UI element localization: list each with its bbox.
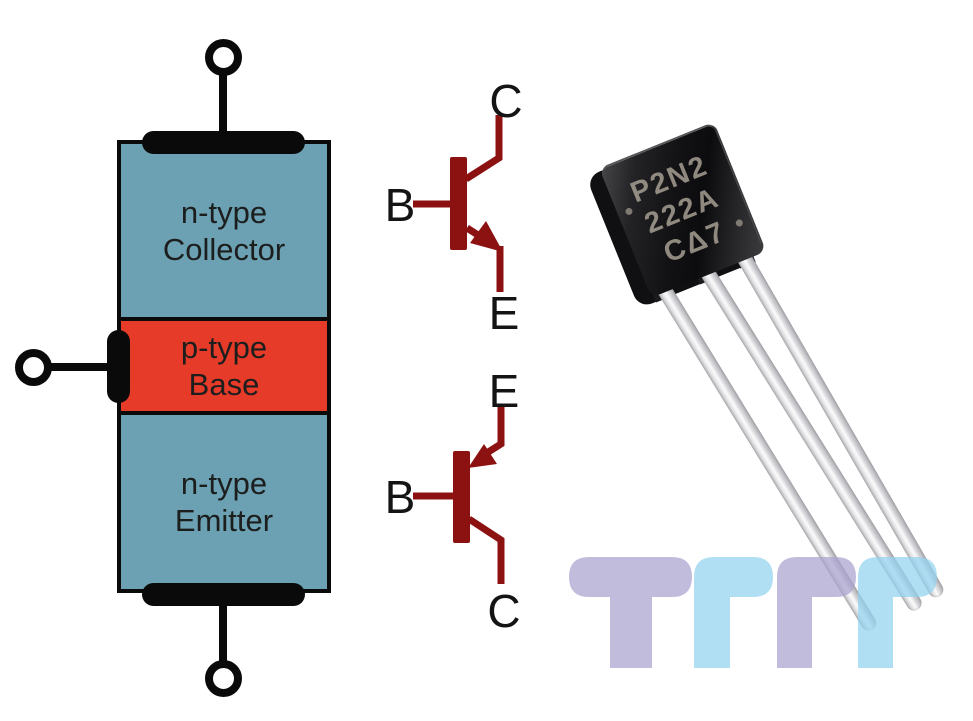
transistor-leg-1 (658, 286, 879, 634)
emitter-terminal-label: Emitter (174, 503, 274, 538)
pin1-marker-dot (624, 206, 634, 216)
npn-collector-letter: C (489, 75, 523, 127)
npn-base-letter: B (384, 179, 416, 231)
collector-pin-circle (205, 39, 242, 76)
emitter-terminal-bar (142, 583, 305, 606)
collector-terminal-bar (142, 131, 305, 154)
npn-structure-block: n-type Collector p-type Base n-type Emit… (117, 140, 331, 593)
npn-emitter-letter: E (488, 287, 520, 339)
transistor-leg-2 (700, 267, 925, 614)
base-pin-circle (15, 349, 52, 386)
emitter-material-label: n-type (180, 466, 268, 501)
transistor-leg-3 (736, 251, 946, 600)
npn-emitter-line (465, 225, 494, 247)
mold-marker-dot (734, 218, 744, 228)
base-material-label: p-type (180, 330, 268, 365)
npn-symbol (413, 115, 504, 292)
base-terminal-bar (107, 330, 130, 403)
pnp-collector-line (467, 516, 505, 584)
collector-lead (219, 66, 227, 136)
collector-terminal-label: Collector (162, 231, 286, 267)
pnp-emitter-arrow (468, 444, 497, 468)
base-lead (44, 363, 112, 371)
watermark-t-shape-2 (694, 557, 773, 668)
npn-base-bar (450, 157, 467, 250)
collector-region: n-type Collector (121, 144, 327, 321)
pnp-collector-letter: C (487, 585, 521, 637)
pnp-symbol (413, 406, 505, 584)
collector-material-label: n-type (180, 194, 268, 230)
npn-emitter-arrow (470, 221, 503, 252)
emitter-pin-circle (205, 660, 242, 697)
base-region: p-type Base (121, 321, 327, 415)
base-terminal-label: Base (188, 367, 260, 402)
watermark-t-shape-1 (569, 557, 692, 668)
emitter-lead (219, 604, 227, 662)
pnp-base-letter: B (384, 471, 416, 523)
pnp-base-bar (453, 451, 470, 543)
emitter-region: n-type Emitter (121, 415, 327, 589)
pnp-emitter-letter: E (488, 365, 520, 417)
